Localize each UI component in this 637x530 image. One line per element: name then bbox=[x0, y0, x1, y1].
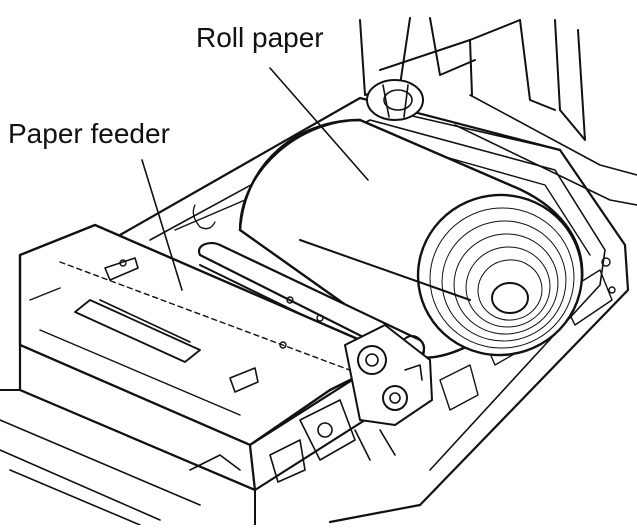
gear-mechanism bbox=[269, 324, 433, 483]
printer-cover bbox=[359, 17, 637, 206]
roll-paper-label: Roll paper bbox=[196, 22, 324, 53]
roll-paper-leader-line bbox=[269, 67, 369, 181]
paper-feeder-leader-line bbox=[141, 159, 183, 291]
paper-feeder-unit bbox=[0, 223, 367, 526]
paper-feeder-label: Paper feeder bbox=[8, 118, 170, 149]
